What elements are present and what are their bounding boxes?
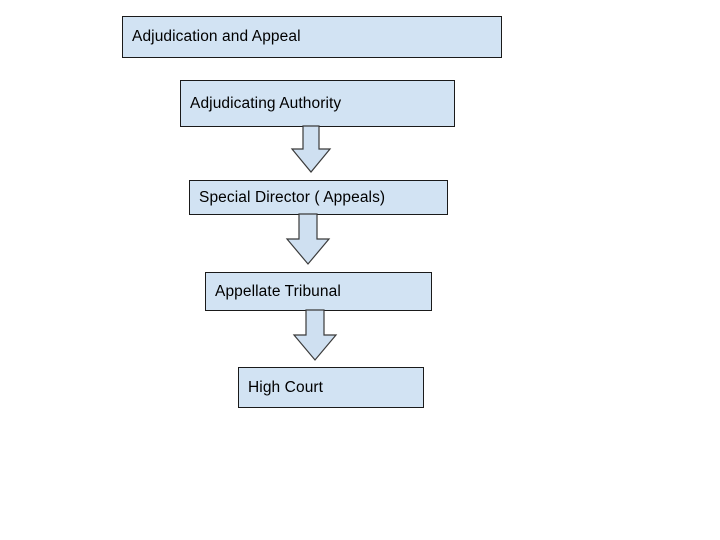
down-arrow-icon [290,125,332,173]
flow-node-high-court[interactable]: High Court [238,367,424,408]
down-arrow-icon [285,213,331,265]
flow-node-label: Special Director ( Appeals) [199,188,386,206]
flow-node-special-director-appeals[interactable]: Special Director ( Appeals) [189,180,448,215]
flow-node-label: Adjudication and Appeal [132,28,301,46]
flow-node-label: High Court [248,378,324,396]
flow-node-adjudicating-authority[interactable]: Adjudicating Authority [180,80,455,127]
flow-node-appellate-tribunal[interactable]: Appellate Tribunal [205,272,432,311]
flow-node-adjudication-and-appeal[interactable]: Adjudication and Appeal [122,16,502,58]
flow-node-label: Adjudicating Authority [190,94,342,112]
down-arrow-icon [292,309,338,361]
flow-node-label: Appellate Tribunal [215,282,341,300]
